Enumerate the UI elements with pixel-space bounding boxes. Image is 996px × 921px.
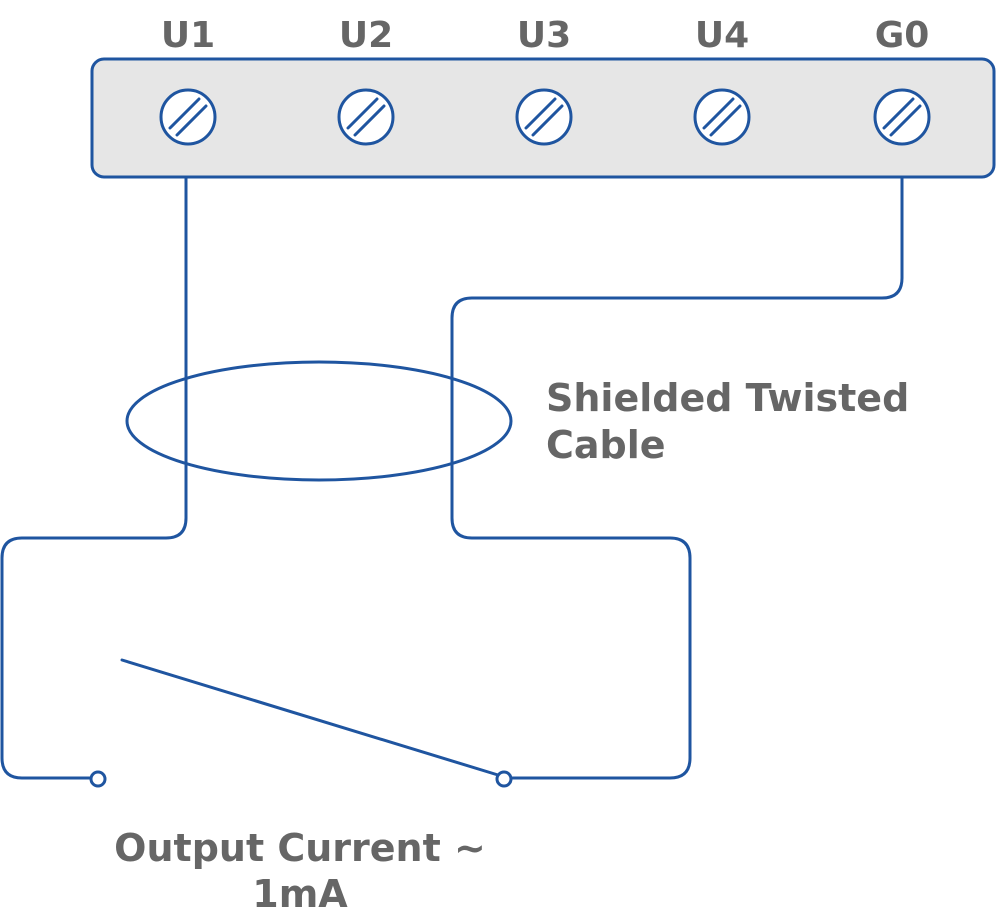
cable-label-line2: Cable — [546, 423, 666, 467]
screw-terminal-u3 — [515, 88, 573, 146]
output-current-label-line1: Output Current ~ — [114, 826, 486, 870]
terminal-label-u4: U4 — [695, 15, 749, 56]
screw-terminal-u1 — [159, 88, 217, 146]
switch-lever — [120, 658, 500, 777]
screw-icon — [693, 88, 751, 146]
screw-terminal-u2 — [337, 88, 395, 146]
screw-terminal-g0 — [873, 88, 931, 146]
terminal-label-u2: U2 — [339, 15, 393, 56]
screw-terminal-u4 — [693, 88, 751, 146]
switch-contact-left — [89, 770, 107, 788]
screw-icon — [159, 88, 217, 146]
wire-g0 — [450, 176, 904, 780]
switch-contact-right — [495, 770, 513, 788]
terminal-label-u3: U3 — [517, 15, 571, 56]
terminal-label-u1: U1 — [161, 15, 215, 56]
terminal-label-g0: G0 — [875, 15, 930, 56]
cable-shield-ellipse — [125, 360, 513, 482]
cable-label-line1: Shielded Twisted — [546, 376, 909, 420]
screw-icon — [515, 88, 573, 146]
wire-u1 — [0, 176, 188, 780]
output-current-label-line2: 1mA — [252, 872, 348, 916]
screw-icon — [337, 88, 395, 146]
screw-icon — [873, 88, 931, 146]
